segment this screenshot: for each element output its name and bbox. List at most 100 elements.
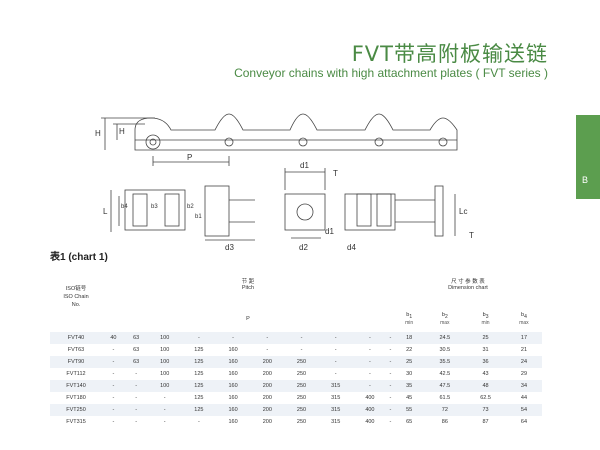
table-cell: - [250,332,285,344]
chain-model-cell: FVT140 [50,380,102,392]
table-cell: - [102,356,125,368]
table-cell: 200 [250,416,285,428]
table-cell: - [387,368,394,380]
chain-technical-drawing: H H P d1 T L b4 b3 b2 b1 d3 d2 d1 d4 Lc … [95,113,474,252]
table-cell: 160 [216,416,251,428]
dim-col-sub: 1 [409,314,413,321]
table-cell: 315 [318,416,353,428]
table-cell: 125 [181,380,216,392]
dim-col-sym: b [482,311,486,318]
table-cell: - [102,392,125,404]
table-cell: 125 [181,368,216,380]
iso-header-cn: ISO链号 [65,286,87,292]
section-tab: B [576,115,600,199]
table-cell: 250 [284,368,319,380]
dim-col-unit: min [481,320,490,327]
table-cell: 100 [147,332,182,344]
table-cell: 47.5 [424,380,466,392]
iso-header-no: No. [71,302,81,308]
table-cell: 160 [216,392,251,404]
dim-label-b3: b3 [151,204,158,210]
table-cell: 315 [318,392,353,404]
table-cell: 160 [216,356,251,368]
chain-model-cell: FVT40 [50,332,102,344]
table-cell: 160 [216,380,251,392]
table-cell: 30.5 [424,344,466,356]
table-cell: 35 [393,380,425,392]
table-cell: 200 [250,404,285,416]
dim-col-sym: b [441,311,445,318]
dim-col-sym: b [521,311,525,318]
table-cell: - [102,380,125,392]
side-view [101,113,458,166]
table-cell: 62.5 [465,392,506,404]
dim-label-b2: b2 [187,204,194,210]
table-cell: - [352,344,388,356]
dim-col-unit: min [405,320,414,327]
pitch-header: 节 距 Pitch [102,262,394,306]
table-cell: 36 [465,356,506,368]
chain-model-cell: FVT250 [50,404,102,416]
table-cell: 24.5 [424,332,466,344]
table-cell: 160 [216,344,251,356]
table-cell: 100 [147,368,182,380]
table-cell: 100 [147,356,182,368]
table-cell: 44 [505,392,542,404]
table-cell: 125 [181,344,216,356]
table-cell: 42.5 [424,368,466,380]
chain-model-cell: FVT63 [50,344,102,356]
table-cell: - [124,404,148,416]
table-cell: 100 [147,380,182,392]
table-cell: - [181,332,216,344]
table-cell: 63 [124,356,148,368]
table-cell: - [387,404,394,416]
table-cell: - [387,416,394,428]
chain-model-cell: FVT90 [50,356,102,368]
chain-model-cell: FVT315 [50,416,102,428]
dim-label-d2: d2 [299,243,308,252]
table-cell: - [147,392,182,404]
table-cell: - [124,380,148,392]
table-cell: 35.5 [424,356,466,368]
dim-label-T-top: T [333,169,338,178]
table-cell: - [284,344,319,356]
table-cell: 125 [181,404,216,416]
table-cell: - [352,368,388,380]
table-cell: 250 [284,380,319,392]
table-cell: - [318,356,353,368]
pitch-header-en: Pitch [241,285,255,291]
table-cell: 63 [124,332,148,344]
dim-label-d3: d3 [225,243,234,252]
table-cell: - [124,368,148,380]
iso-chain-header: ISO链号 ISO Chain No. [50,262,102,332]
table-cell: 34 [505,380,542,392]
table-cell: 200 [250,392,285,404]
table-cell: - [147,404,182,416]
table-cell: - [250,344,285,356]
dim-label-d1-bottom: d1 [325,227,334,236]
table-cell: 48 [465,380,506,392]
table-cell: - [124,392,148,404]
table-cell: - [181,416,216,428]
table-cell: 55 [393,404,425,416]
table-cell: 250 [284,416,319,428]
table-cell: 63 [124,344,148,356]
table-cell: - [216,332,251,344]
section-tab-label: B [582,175,589,185]
table-cell: - [318,344,353,356]
pitch-subheader: P [102,306,394,332]
dim-label-Lc: Lc [459,207,467,216]
table-cell: 40 [102,332,125,344]
page-title-en: Conveyor chains with high attachment pla… [234,66,548,80]
table-cell: 250 [284,392,319,404]
table-cell: 17 [505,332,542,344]
table-cell: 73 [465,404,506,416]
top-view [110,168,456,241]
